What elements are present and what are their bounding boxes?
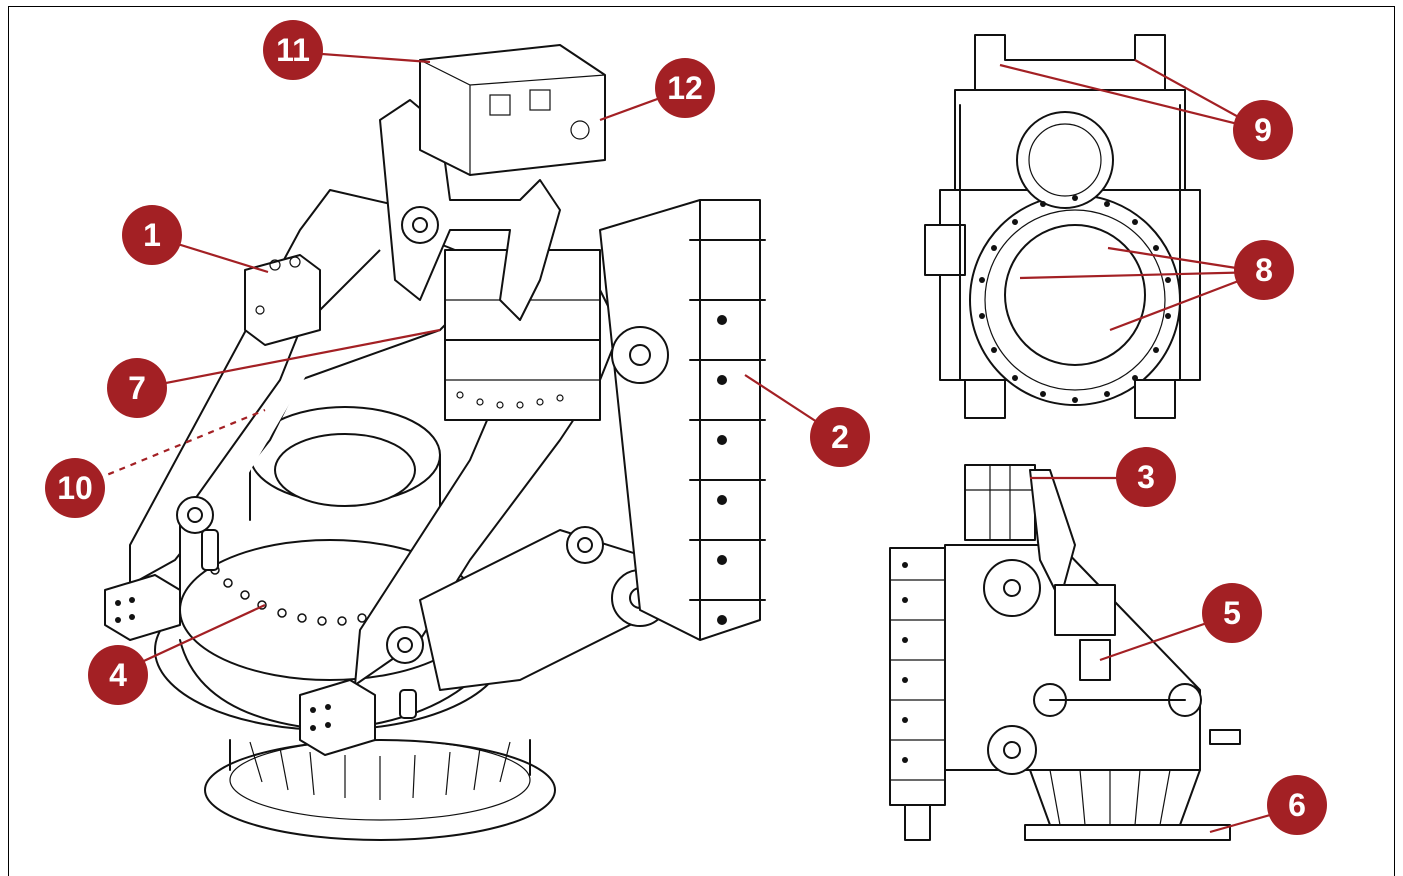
- callout-12: 12: [655, 58, 715, 118]
- callout-11-label: 11: [276, 32, 310, 68]
- callout-8-label: 8: [1255, 252, 1273, 288]
- callout-3-label: 3: [1137, 459, 1155, 495]
- callout-6: 6: [1267, 775, 1327, 835]
- callout-5-label: 5: [1223, 595, 1241, 631]
- callout-10: 10: [45, 458, 105, 518]
- callout-6-label: 6: [1288, 787, 1306, 823]
- callout-3: 3: [1116, 447, 1176, 507]
- callout-11: 11: [263, 20, 323, 80]
- main-isometric-view: [104, 44, 766, 841]
- callout-1-label: 1: [143, 217, 161, 253]
- front-view: [924, 34, 1201, 419]
- callout-9-label: 9: [1254, 112, 1272, 148]
- mount-ladder: [689, 239, 766, 625]
- side-view: [889, 464, 1241, 841]
- callout-5: 5: [1202, 583, 1262, 643]
- callout-2-label: 2: [831, 419, 849, 455]
- callout-1: 1: [122, 205, 182, 265]
- callout-10-label: 10: [57, 470, 93, 506]
- callout-8: 8: [1234, 240, 1294, 300]
- callout-12-label: 12: [667, 70, 703, 106]
- callout-9: 9: [1233, 100, 1293, 160]
- callout-4: 4: [88, 645, 148, 705]
- callout-4-label: 4: [109, 657, 127, 693]
- callout-7-label: 7: [128, 370, 146, 406]
- front-bolt-circle: [979, 195, 1171, 403]
- callout-7: 7: [107, 358, 167, 418]
- callout-2: 2: [810, 407, 870, 467]
- diagram-frame: [8, 6, 1395, 876]
